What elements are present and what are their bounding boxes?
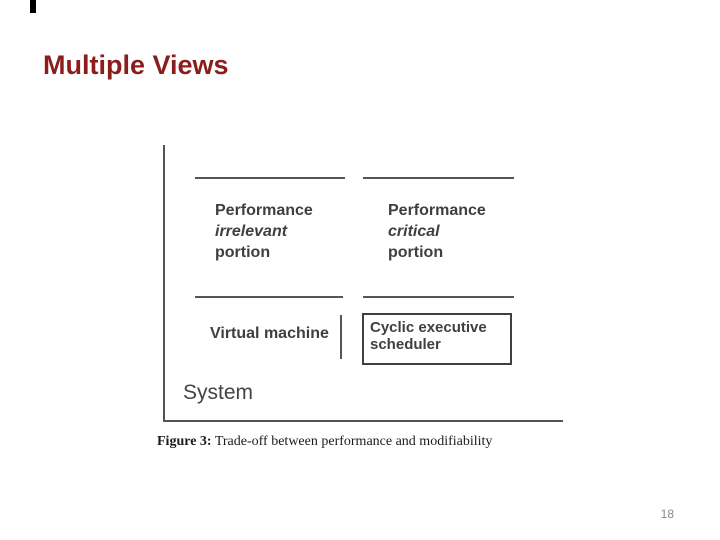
- performance-irrelevant-block: Performance irrelevant portion: [215, 200, 365, 263]
- figure-top-line-right: [363, 177, 514, 179]
- block-line: portion: [388, 244, 444, 261]
- text-cursor-bar: [30, 0, 36, 13]
- figure-middle-line-left: [195, 296, 343, 298]
- system-label: System: [183, 381, 254, 404]
- cyclic-executive-scheduler-box: Cyclic executive scheduler: [362, 313, 512, 365]
- page-number: 18: [660, 507, 674, 521]
- block-line-italic: irrelevant: [215, 223, 288, 240]
- figure-top-line-left: [195, 177, 345, 179]
- slide-title: Multiple Views: [43, 50, 229, 80]
- figure-bottom-line: [163, 420, 563, 422]
- figure-caption-text: Trade-off between performance and modifi…: [214, 434, 493, 449]
- block-line: portion: [215, 244, 271, 261]
- block-line: Performance: [215, 202, 313, 219]
- figure-middle-line-right: [363, 296, 514, 298]
- block-line: Performance: [388, 202, 486, 219]
- figure-left-axis-line: [163, 145, 165, 422]
- figure-caption-number: Figure 3:: [157, 434, 212, 449]
- figure-caption: Figure 3: Trade-off between performance …: [157, 434, 587, 450]
- block-line-italic: critical: [388, 223, 440, 240]
- performance-critical-block: Performance critical portion: [388, 200, 528, 263]
- virtual-machine-divider-line: [340, 315, 342, 359]
- virtual-machine-label: Virtual machine: [210, 325, 329, 342]
